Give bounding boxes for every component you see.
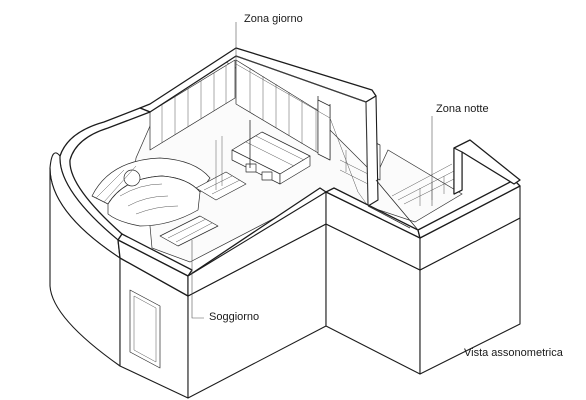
kitchen-island: [231, 131, 311, 185]
interior-partitions: [215, 96, 331, 190]
walls: [49, 47, 521, 399]
back-wall-cabinets: [149, 59, 331, 161]
label-zona-giorno: Zona giorno: [244, 13, 303, 25]
interior-furniture: [91, 59, 461, 247]
leader-soggiorno: [191, 240, 204, 319]
label-zona-notte: Zona notte: [436, 103, 489, 115]
label-soggiorno: Soggiorno: [209, 311, 259, 323]
leader-lines: [191, 22, 433, 319]
entrance-door: [129, 289, 161, 369]
label-vista-assonometrica: Vista assonometrica: [464, 347, 564, 359]
